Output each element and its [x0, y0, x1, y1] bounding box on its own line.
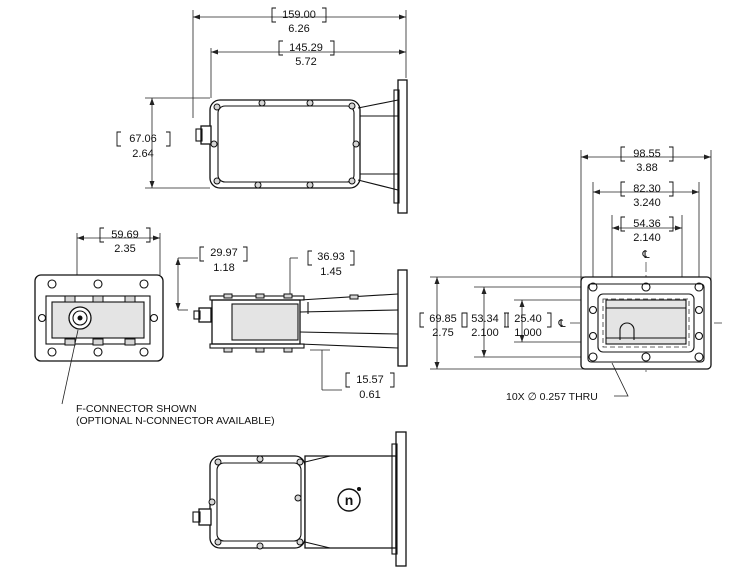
flange-offset-in: 1.18: [213, 262, 234, 274]
height-outer-mm: 69.85: [429, 313, 457, 325]
hole-spacing-x-in: 3.240: [633, 197, 661, 209]
hole-spacing-x-mm: 82.30: [633, 183, 661, 195]
hole-spacing-y-in: 2.100: [471, 327, 499, 339]
connector-leader-line: [61, 329, 79, 405]
overall-length-mm: 159.00: [282, 9, 316, 21]
bracket-depth-in: 0.61: [359, 389, 380, 401]
bottom-screws: [208, 455, 304, 550]
hole-spacing-y-mm: 53.34: [471, 313, 499, 325]
side-view: 29.97 1.18 36.93 1.45 15.57 0.61: [175, 246, 408, 401]
bracket-depth-mm: 15.57: [356, 374, 384, 386]
f-connector: [200, 125, 212, 145]
centerline-top-symbol: ℄: [641, 249, 649, 261]
hole-callout-leader: [611, 362, 629, 397]
body-length-mm: 145.29: [289, 42, 323, 54]
width-outer-mm: 98.55: [633, 148, 661, 160]
connector-note-line1: F-CONNECTOR SHOWN: [76, 403, 197, 415]
flange-offset-mm: 29.97: [210, 247, 238, 259]
opening-width-in: 2.140: [633, 232, 661, 244]
flange-view: 98.55 3.88 82.30 3.240 54.36 2.140 ℄ 69.…: [419, 146, 722, 397]
side-flange: [397, 269, 408, 367]
width-outer-in: 3.88: [636, 162, 657, 174]
opening-height-in: 1.000: [514, 327, 542, 339]
bottom-view: n: [192, 431, 407, 567]
waveguide-flange: [397, 79, 408, 214]
opening-width-mm: 54.36: [633, 218, 661, 230]
body-length-in: 5.72: [295, 56, 316, 68]
bottom-housing: [209, 455, 306, 549]
flange-bolt-holes: [588, 282, 704, 362]
front-view: 59.69 2.35: [34, 227, 164, 405]
front-bolt-holes: [37, 279, 159, 357]
bottom-flange: [395, 431, 407, 567]
height-outer-in: 2.75: [432, 327, 453, 339]
norsat-logo-icon: n: [337, 487, 361, 512]
connector-note-line2: (OPTIONAL N-CONNECTOR AVAILABLE): [76, 415, 275, 427]
connector-offset-mm: 59.69: [111, 229, 139, 241]
waveguide-opening: [605, 299, 687, 345]
top-view: 159.00 6.26 145.29 5.72 67.06 2.64: [116, 7, 408, 214]
bracket-length-mm: 36.93: [317, 251, 345, 263]
connector-offset-in: 2.35: [114, 243, 135, 255]
lnb-housing: [209, 99, 361, 189]
hole-callout: 10X ∅ 0.257 THRU: [506, 391, 598, 403]
body-height-mm: 67.06: [129, 133, 157, 145]
body-height-in: 2.64: [132, 148, 153, 160]
bracket-length-in: 1.45: [320, 266, 341, 278]
opening-height-mm: 25.40: [514, 313, 542, 325]
overall-length-in: 6.26: [288, 23, 309, 35]
centerline-left-symbol: ℄: [557, 318, 565, 330]
logo-letter: n: [345, 492, 354, 508]
housing-screws: [210, 99, 360, 189]
